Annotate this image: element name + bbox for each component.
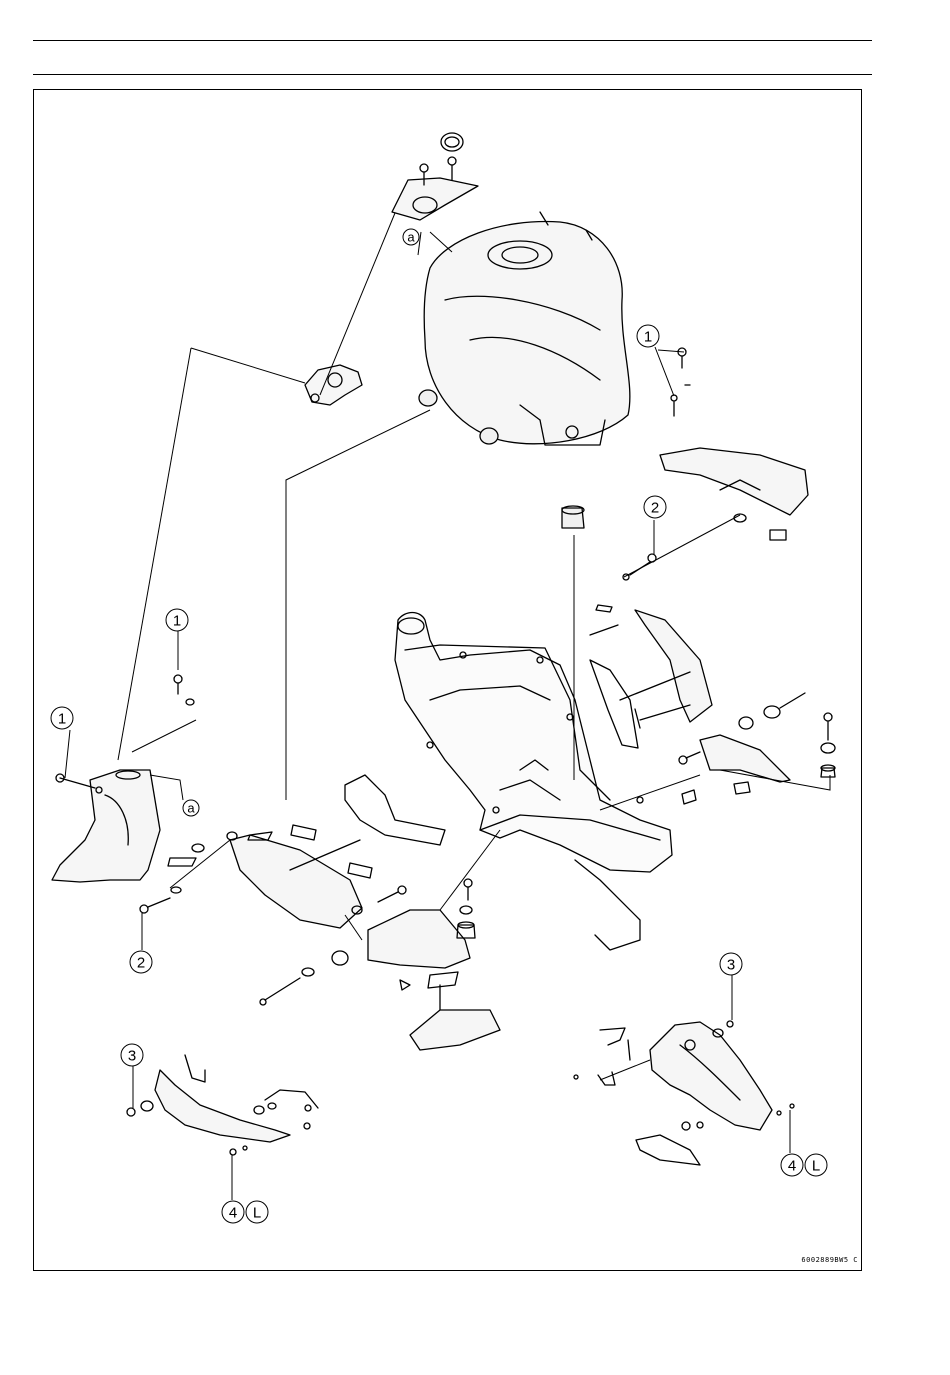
lower-right-cover xyxy=(574,1021,794,1165)
right-side-panel xyxy=(590,554,712,748)
callout-label: 4 xyxy=(229,1205,237,1222)
callout-label: a xyxy=(187,801,195,816)
callout-label: 3 xyxy=(727,957,735,974)
left-side-panel xyxy=(227,775,445,928)
callout-4L-left: 4 L xyxy=(222,1201,268,1223)
figure-code: 6002889BW5 C xyxy=(760,1256,858,1264)
callout-3-left: 3 xyxy=(121,1044,143,1066)
callout-label: 1 xyxy=(58,711,66,728)
callout-label: 1 xyxy=(644,329,652,346)
fuel-tank xyxy=(424,212,630,445)
left-front-cover xyxy=(52,675,204,913)
callout-label: 2 xyxy=(651,500,659,517)
callout-1-left-upper: 1 xyxy=(166,609,188,631)
callout-2-right: 2 xyxy=(644,496,666,518)
tank-cap-bracket xyxy=(392,133,478,220)
callout-4L-right: 4 L xyxy=(781,1154,827,1176)
callout-label: 4 xyxy=(788,1158,796,1175)
callout-label: 3 xyxy=(128,1048,136,1065)
right-upper-cover xyxy=(660,348,808,540)
lower-left-cover xyxy=(127,1055,318,1155)
callout-1-left: 1 xyxy=(51,707,73,729)
callout-2-left: 2 xyxy=(130,951,152,973)
ignition-lock xyxy=(305,365,362,405)
callout-1-right-upper: 1 xyxy=(637,325,659,347)
callout-a-left: a xyxy=(183,800,199,816)
callout-label: a xyxy=(407,230,415,245)
callout-suffix: L xyxy=(812,1158,820,1175)
callout-suffix: L xyxy=(253,1205,261,1222)
callout-label: 2 xyxy=(137,955,145,972)
callout-3-right: 3 xyxy=(720,953,742,975)
callout-a-upper: a xyxy=(403,229,419,245)
callout-label: 1 xyxy=(173,613,181,630)
main-frame xyxy=(395,613,672,951)
